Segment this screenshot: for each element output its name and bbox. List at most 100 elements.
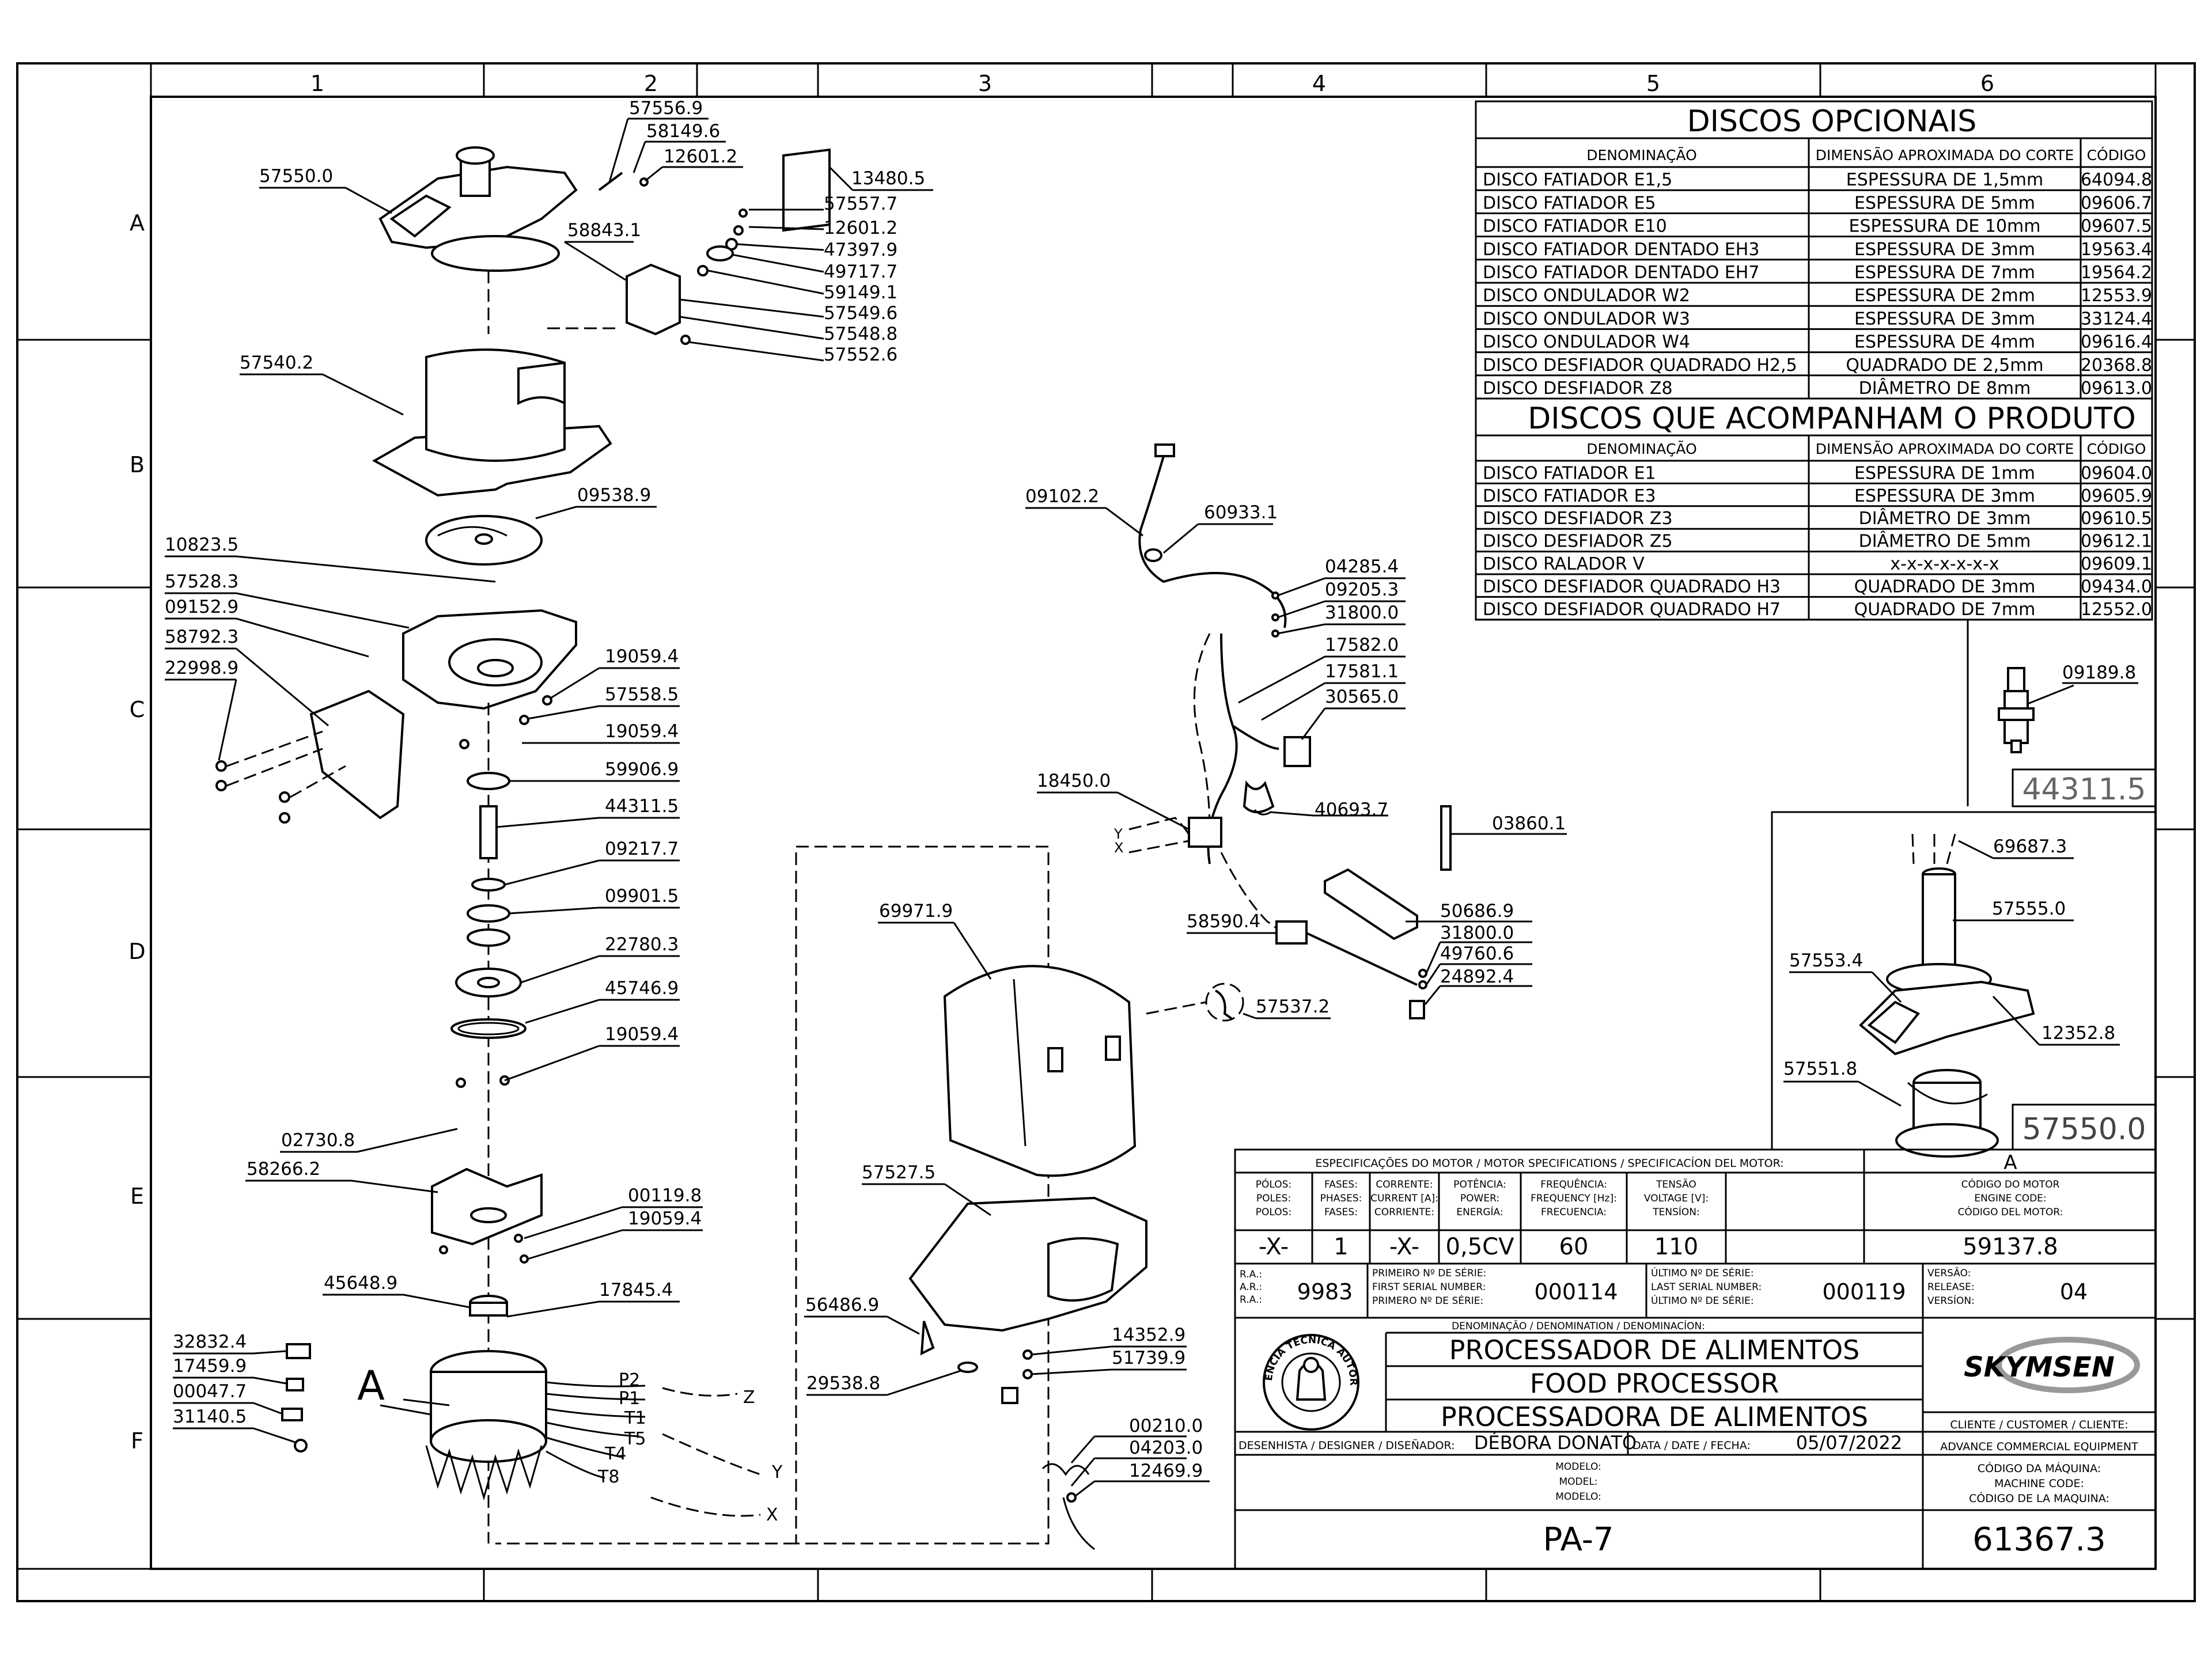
part-label: 57552.6 xyxy=(824,344,897,365)
part-label: 59906.9 xyxy=(605,759,679,780)
part-label: 45746.9 xyxy=(605,978,679,999)
date-label: DATA / DATE / FECHA: xyxy=(1633,1439,1751,1452)
motor-spec-header: PHASES: xyxy=(1320,1193,1362,1204)
motor-spec-header: TENSÍON: xyxy=(1652,1205,1699,1218)
disc-cell: DIÂMETRO DE 3mm xyxy=(1859,508,2031,529)
motor-poles: -X- xyxy=(1259,1234,1289,1260)
disc-cell: ESPESSURA DE 1mm xyxy=(1854,463,2035,483)
motor-phases: 1 xyxy=(1334,1234,1348,1260)
disc-cell: 09609.1 xyxy=(2081,554,2152,574)
wire-end-label: Z xyxy=(743,1387,755,1408)
part-label: 57553.4 xyxy=(1789,950,1863,971)
disc-cell: DISCO FATIADOR E5 xyxy=(1483,193,1656,213)
disc-cell: DIÂMETRO DE 5mm xyxy=(1859,531,2031,552)
part-label: 57551.8 xyxy=(1783,1059,1857,1079)
motor-spec-header: FREQUÊNCIA: xyxy=(1540,1178,1607,1190)
included-discs-header: CÓDIGO xyxy=(2087,440,2146,457)
part-label: 04285.4 xyxy=(1325,556,1399,577)
part-label: 69971.9 xyxy=(879,901,953,921)
motor-spec-header: FREQUENCY [Hz]: xyxy=(1531,1193,1617,1204)
part-label: 58792.3 xyxy=(165,627,238,647)
part-label: 09901.5 xyxy=(605,886,679,907)
motor-spec-header: CURRENT [A]: xyxy=(1370,1193,1438,1204)
column-label: 5 xyxy=(1646,71,1660,96)
part-label: 12601.2 xyxy=(824,218,897,238)
part-label: 57528.3 xyxy=(165,571,238,592)
part-label: 45648.9 xyxy=(324,1273,397,1294)
part-label: 17581.1 xyxy=(1325,661,1399,682)
model: PA-7 xyxy=(1543,1521,1613,1558)
disc-cell: DISCO DESFIADOR Z5 xyxy=(1483,532,1673,552)
disc-cell: ESPESSURA DE 7mm xyxy=(1854,263,2035,283)
last-serial-label: LAST SERIAL NUMBER: xyxy=(1651,1281,1762,1293)
disc-cell: DIÂMETRO DE 8mm xyxy=(1859,378,2031,399)
disc-cell: DISCO DESFIADOR Z8 xyxy=(1483,378,1673,399)
disc-cell: DISCO FATIADOR E3 xyxy=(1483,486,1656,506)
lid-detail: 57550.0 69687.3 57555.0 57553.4 12352.8 … xyxy=(1771,811,2157,1158)
part-label: 30565.0 xyxy=(1325,687,1399,707)
motor-spec-header: TENSÃO xyxy=(1656,1178,1696,1190)
row-label: E xyxy=(130,1184,144,1209)
first-serial-label: PRIMERO Nº DE SÉRIE: xyxy=(1372,1294,1483,1307)
part-label: 14352.9 xyxy=(1112,1325,1185,1345)
disc-cell: ESPESSURA DE 3mm xyxy=(1854,486,2035,506)
version: 04 xyxy=(2060,1279,2088,1304)
disc-cell: ESPESSURA DE 1,5mm xyxy=(1846,170,2044,190)
disc-cell: DISCO ONDULADOR W4 xyxy=(1483,332,1690,352)
motor-letter: A xyxy=(357,1362,385,1409)
part-label: 19059.4 xyxy=(605,721,679,742)
part-label: 57549.6 xyxy=(824,303,897,324)
optional-discs-table: DISCOS OPCIONAIS DENOMINAÇÃO DIMENSÃO AP… xyxy=(1475,100,2153,621)
machine-code: 61367.3 xyxy=(1972,1521,2106,1558)
disc-cell: ESPESSURA DE 3mm xyxy=(1854,309,2035,329)
part-label: 18450.0 xyxy=(1037,771,1111,791)
part-label: 59149.1 xyxy=(824,282,897,303)
electrical-group: 09102.2 60933.1 04285.4 09205.3 31800.0 … xyxy=(1025,443,1567,1022)
disc-cell: DISCO RALADOR V xyxy=(1483,554,1645,574)
motor-current: -X- xyxy=(1389,1234,1419,1260)
disc-cell: 09612.1 xyxy=(2081,532,2152,552)
motor-spec-header: FRECUENCIA: xyxy=(1541,1207,1607,1218)
disc-cell: DISCO FATIADOR E1 xyxy=(1483,463,1656,483)
part-label: 17845.4 xyxy=(599,1280,673,1300)
last-serial-label: ÚLTIMO Nº DE SÉRIE: xyxy=(1651,1266,1754,1279)
part-label: 19059.4 xyxy=(605,1024,679,1045)
motor-spec-header: CORRIENTE: xyxy=(1374,1207,1434,1218)
motor-spec-header: VOLTAGE [V]: xyxy=(1644,1193,1709,1204)
wire-label: T5 xyxy=(624,1429,646,1449)
disc-cell: DISCO ONDULADOR W2 xyxy=(1483,286,1690,306)
optional-discs-header: DENOMINAÇÃO xyxy=(1586,146,1697,164)
motor-spec-header: ENGINE CODE: xyxy=(1974,1193,2046,1204)
wire-end-label: Y xyxy=(771,1462,783,1482)
disc-cell: DISCO DESFIADOR QUADRADO H2,5 xyxy=(1483,355,1797,376)
part-label: 58843.1 xyxy=(567,220,641,241)
optional-discs-header: DIMENSÃO APROXIMADA DO CORTE xyxy=(1816,146,2074,164)
motor-spec-headers: PÓLOS:POLES:POLOS:FASES:PHASES:FASES:COR… xyxy=(1256,1178,2063,1218)
ra-value: 9983 xyxy=(1297,1279,1353,1304)
shaft-detail: 44311.5 09189.8 xyxy=(1967,620,2157,807)
client: ADVANCE COMMERCIAL EQUIPMENT xyxy=(1940,1440,2138,1453)
part-label: 57557.7 xyxy=(824,194,897,214)
column-label: 1 xyxy=(310,71,324,96)
part-label: 57550.0 xyxy=(259,166,333,187)
row-label: A xyxy=(130,210,145,236)
included-discs-header: DIMENSÃO APROXIMADA DO CORTE xyxy=(1816,440,2074,457)
motor-spec-header: POWER: xyxy=(1460,1193,1499,1204)
part-label: 57556.9 xyxy=(629,98,703,119)
lid-code: 57550.0 xyxy=(2022,1112,2146,1147)
date: 05/07/2022 xyxy=(1796,1432,1902,1454)
part-label: 13480.5 xyxy=(851,168,925,189)
disc-cell: DISCO DESFIADOR Z3 xyxy=(1483,509,1673,529)
motor-spec-header: CÓDIGO DEL MOTOR: xyxy=(1958,1205,2063,1218)
shaft-stack-group: 59906.9 44311.5 09217.7 09901.5 22780.3 … xyxy=(173,703,783,1544)
disc-cell: 09605.9 xyxy=(2081,486,2152,506)
part-label: 12601.2 xyxy=(664,146,737,167)
part-label: 12469.9 xyxy=(1129,1461,1203,1481)
part-label: 29538.8 xyxy=(806,1373,880,1394)
ra-label: A.R.: xyxy=(1240,1281,1262,1293)
part-label: 17459.9 xyxy=(173,1356,247,1376)
last-serial-label: ÚLTIMO Nº DE SÉRIE: xyxy=(1651,1294,1754,1307)
disc-cell: 09616.4 xyxy=(2081,332,2152,352)
